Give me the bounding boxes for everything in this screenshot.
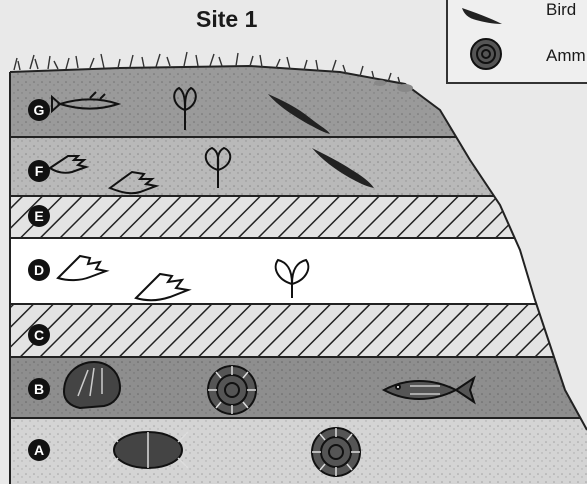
- diagram-title: Site 1: [196, 6, 257, 33]
- bird-fossil-icon: [462, 8, 502, 24]
- legend: Bird Amm: [446, 0, 587, 84]
- ammonite-fossil-icon: [312, 428, 360, 476]
- layer-label-e: E: [28, 205, 50, 227]
- layer-label-g: G: [28, 99, 50, 121]
- layer-label-f: F: [28, 160, 50, 182]
- ammonite-fossil-icon: [208, 366, 256, 414]
- ammonite-fossil-icon: [471, 39, 501, 69]
- layer-label-a: A: [28, 439, 50, 461]
- layer-d-band: [10, 238, 587, 304]
- layer-label-d: D: [28, 259, 50, 281]
- legend-label-ammonite: Amm: [546, 46, 586, 66]
- layer-e-band: [10, 196, 587, 238]
- layer-label-b: B: [28, 378, 50, 400]
- legend-label-bird: Bird: [546, 0, 576, 20]
- layer-c-band: [10, 304, 587, 357]
- layer-label-c: C: [28, 324, 50, 346]
